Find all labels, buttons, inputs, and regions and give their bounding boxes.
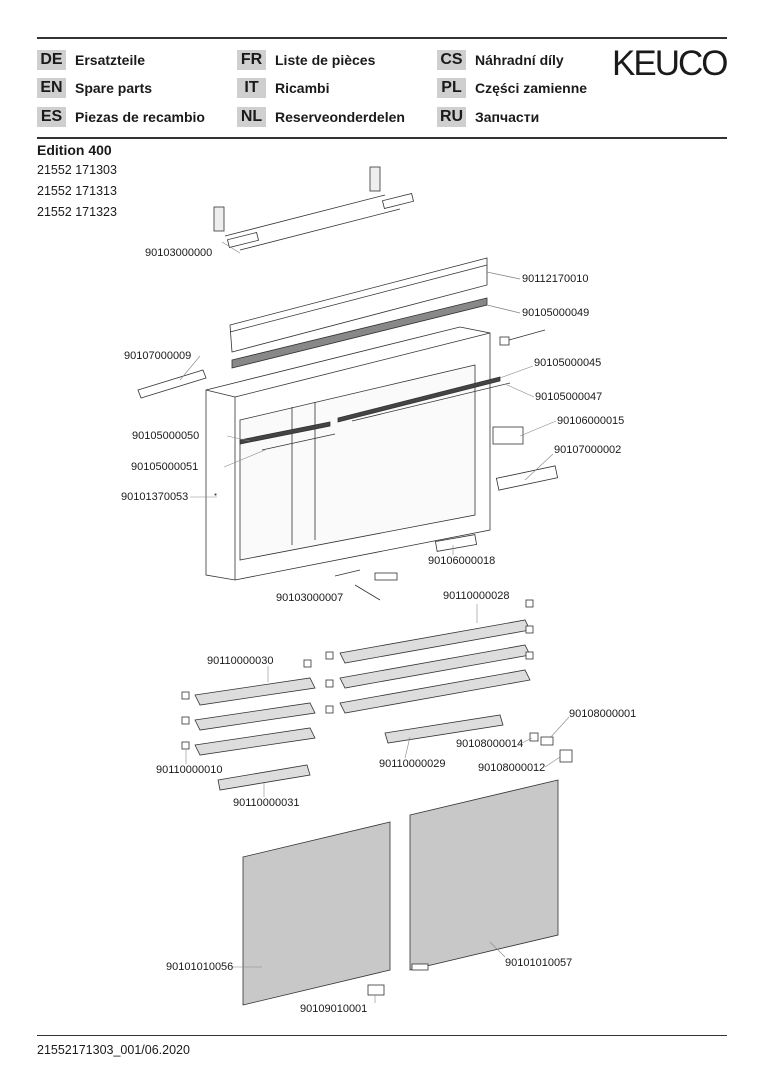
part-label: 90108000001 (569, 708, 637, 720)
header-rule (37, 137, 727, 139)
lang-label: Spare parts (75, 80, 153, 96)
lang-code: ES (37, 107, 66, 127)
lang-label: Ricambi (275, 80, 330, 96)
part-label: 90101010057 (505, 957, 573, 969)
lang-code: PL (437, 78, 466, 98)
part-label: 90110000029 (379, 758, 446, 770)
lang-es: ES Piezas de recambio (37, 107, 205, 127)
mounting-bracket-top (213, 166, 415, 251)
lang-code: CS (437, 50, 466, 70)
lang-label: Liste de pièces (275, 52, 376, 68)
lang-label: Запчасти (475, 109, 540, 125)
part-label: 90101370053 (121, 491, 189, 503)
footer-rule (37, 1035, 727, 1036)
article-number: 21552 171323 (37, 205, 117, 219)
shelf-supports (181, 599, 573, 763)
mirror-door-right (409, 779, 559, 971)
lang-fr: FR Liste de pièces (237, 50, 375, 70)
lang-en: EN Spare parts (37, 78, 152, 98)
lang-it: IT Ricambi (237, 78, 329, 98)
part-label: 90110000010 (156, 764, 223, 776)
lang-pl: PL Części zamienne (437, 78, 587, 98)
cabinet-body (205, 326, 491, 581)
part-label: 90109010001 (300, 1003, 368, 1015)
article-number: 21552 171313 (37, 184, 117, 198)
lang-label: Reserveonderdelen (275, 109, 405, 125)
lang-code: EN (37, 78, 66, 98)
part-label: 90106000018 (428, 555, 496, 567)
top-rule (37, 37, 727, 39)
part-label: 90103000000 (145, 247, 213, 259)
lang-ru: RU Запчасти (437, 107, 539, 127)
door-clip (367, 984, 385, 996)
glass-shelves-small (194, 677, 504, 791)
lang-de: DE Ersatzteile (37, 50, 145, 70)
part-label: 90108000012 (478, 762, 546, 774)
part-label: 90110000028 (443, 590, 510, 602)
part-label: 90105000049 (522, 307, 590, 319)
part-label: 90103000007 (276, 592, 344, 604)
part-label: 90105000051 (131, 461, 199, 473)
lang-code: DE (37, 50, 66, 70)
sensor-cable (499, 336, 510, 346)
part-label: 90106000015 (557, 415, 625, 427)
part-label: 90105000050 (132, 430, 200, 442)
product-title: Edition 400 (37, 142, 112, 158)
part-label: 90105000045 (534, 357, 602, 369)
switch-module (434, 534, 478, 552)
lang-code: NL (237, 107, 266, 127)
lang-label: Ersatzteile (75, 52, 146, 68)
article-number: 21552 171303 (37, 163, 117, 177)
door-clip-right (411, 963, 429, 971)
controller-unit (492, 426, 524, 445)
mirror-door-left (242, 821, 391, 1006)
part-label: 90107000002 (554, 444, 622, 456)
lang-nl: NL Reserveonderdelen (237, 107, 405, 127)
led-driver-left (137, 369, 207, 399)
light-bar-left (239, 421, 331, 445)
light-bar-right (337, 376, 501, 423)
lang-cs: CS Náhradní díly (437, 50, 564, 70)
part-label: 90110000031 (233, 797, 300, 809)
lang-label: Náhradní díly (475, 52, 564, 68)
part-label: 90101010056 (166, 961, 234, 973)
part-label: 90107000009 (124, 350, 192, 362)
lang-code: FR (237, 50, 266, 70)
part-label: 90108000014 (456, 738, 524, 750)
lang-code: IT (237, 78, 266, 98)
part-label: 90112170010 (522, 273, 589, 285)
part-label: 90105000047 (535, 391, 603, 403)
part-label: 90110000030 (207, 655, 274, 667)
keuco-logo: KEUCO (612, 44, 728, 83)
glass-shelves-large (339, 619, 531, 714)
document-id: 21552171303_001/06.2020 (37, 1043, 190, 1057)
lang-label: Piezas de recambio (75, 109, 205, 125)
lang-code: RU (437, 107, 466, 127)
hinge-bracket (374, 572, 398, 581)
lang-label: Części zamienne (475, 80, 588, 96)
